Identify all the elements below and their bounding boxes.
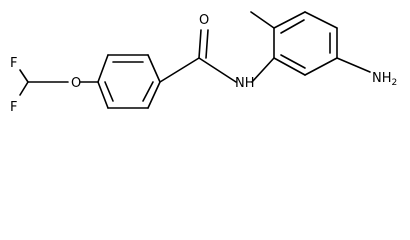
ring1-bond-1 [97, 54, 109, 83]
bond-ring1-carbonyl-carbon [159, 57, 200, 83]
bond-cf2-f2 [19, 81, 29, 96]
fluorine-label-2: F [10, 100, 17, 115]
bond-f1-cf2 [19, 69, 29, 83]
carbonyl-oxygen-label: O [199, 13, 209, 28]
bond-carbonyl-double-a [198, 29, 202, 59]
ether-oxygen-label: O [71, 76, 81, 91]
bond-nh-ring2 [251, 57, 275, 83]
chemical-structure: F F O O NH NH2 [10, 11, 397, 115]
ring2-bond-2 [273, 11, 306, 29]
ring2-double-3 [280, 54, 306, 69]
bond-carbonyl-nh [198, 57, 237, 83]
ring1-double-3 [104, 81, 114, 102]
ring2-bond-3 [304, 11, 338, 29]
ring1-bond-3 [147, 54, 161, 83]
amine-nh-text: NH [372, 71, 392, 86]
bond-ring2-amine [336, 57, 371, 73]
amine-nh-label: NH2 [372, 71, 397, 88]
ring2-bond-6 [273, 57, 306, 76]
ring1-bond-4 [147, 81, 161, 109]
ring2-double-1 [280, 19, 305, 34]
ring1-bond-6 [97, 81, 109, 109]
bond-carbonyl-double-b [205, 29, 209, 59]
ring1-double-2 [142, 81, 154, 102]
structure-diagram: F F O O NH NH2 [10, 11, 398, 115]
bond-ring2-methyl [250, 11, 275, 29]
amide-nh-label: NH [235, 76, 255, 91]
amine-subscript-text: 2 [392, 78, 398, 88]
ring2-bond-5 [304, 57, 338, 76]
fluorine-label-1: F [10, 56, 17, 71]
